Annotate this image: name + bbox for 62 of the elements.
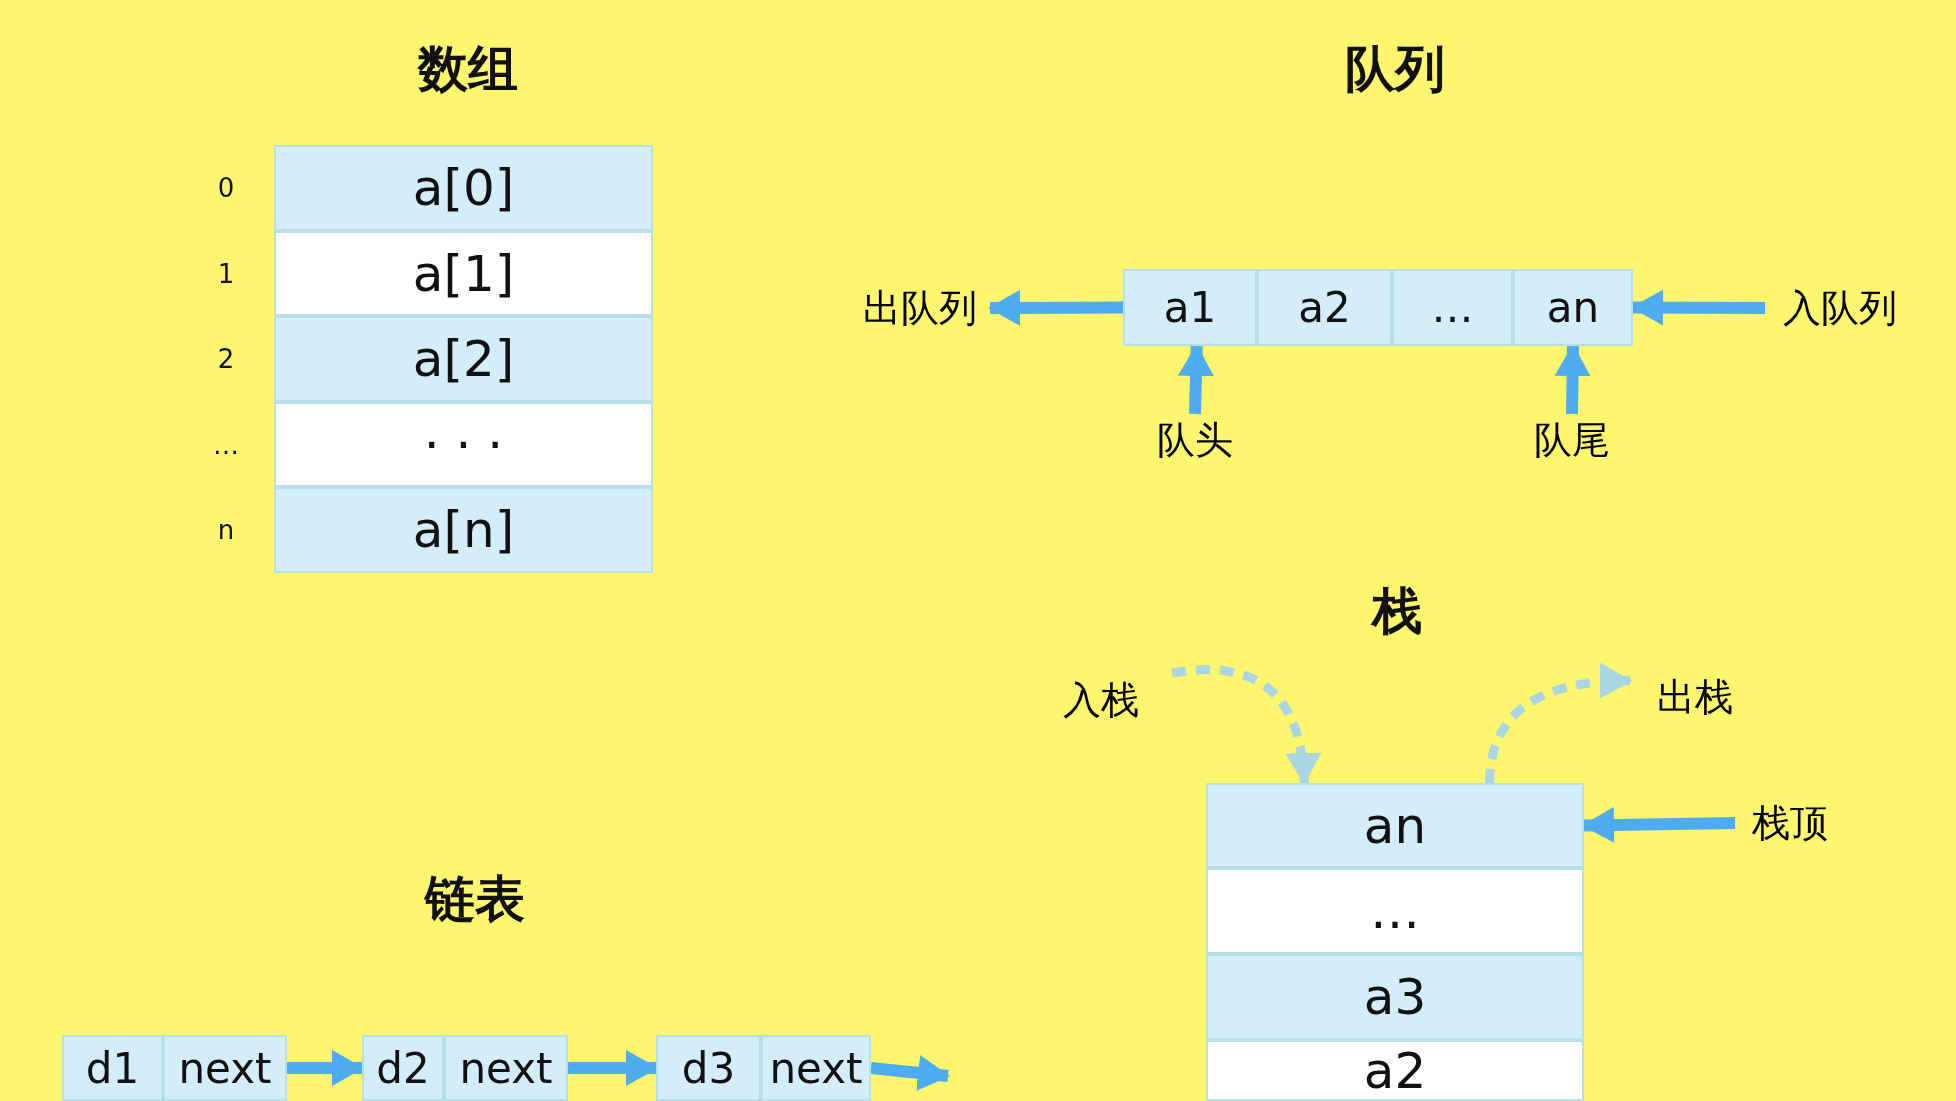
section-title: 数组 bbox=[418, 39, 518, 100]
data-cell bbox=[163, 1035, 287, 1101]
data-cell bbox=[656, 1035, 761, 1101]
cell-text: · · · bbox=[423, 415, 504, 474]
section-title: 栈 bbox=[1372, 581, 1422, 642]
data-cell bbox=[362, 1035, 444, 1101]
data-cell bbox=[274, 316, 653, 402]
cell-text: a2 bbox=[1363, 1041, 1427, 1100]
data-cell bbox=[1206, 783, 1584, 868]
cell-text: … bbox=[1370, 882, 1420, 940]
cell-text: a[2] bbox=[412, 330, 515, 388]
cell-text: d3 bbox=[681, 1043, 736, 1093]
index-label: … bbox=[213, 429, 239, 460]
arrow-label: 出栈 bbox=[1630, 670, 1760, 724]
data-cell bbox=[274, 487, 653, 573]
cell-text: d1 bbox=[85, 1043, 140, 1093]
cell-text: next bbox=[769, 1043, 863, 1093]
data-cell bbox=[1123, 269, 1257, 346]
cell-text: d2 bbox=[376, 1043, 430, 1093]
data-cell bbox=[444, 1035, 568, 1101]
arrow-label: 入队列 bbox=[1765, 280, 1915, 336]
data-cell bbox=[274, 231, 653, 316]
data-cell bbox=[62, 1035, 163, 1101]
arrow bbox=[1554, 344, 1591, 415]
cell-text: a[1] bbox=[412, 244, 515, 303]
arrow bbox=[870, 1055, 950, 1091]
arrow-label: 队尾 bbox=[1527, 414, 1617, 466]
arrow-label: 栈顶 bbox=[1735, 796, 1845, 850]
section-title: 队列 bbox=[1345, 39, 1445, 100]
data-cell bbox=[1392, 269, 1513, 346]
cell-text: a[n] bbox=[412, 501, 515, 559]
data-cell bbox=[761, 1035, 871, 1101]
cell-text: an bbox=[1363, 796, 1427, 855]
cell-text: a3 bbox=[1363, 968, 1427, 1026]
data-cell bbox=[1513, 269, 1633, 346]
index-label: 1 bbox=[217, 258, 235, 289]
index-label: n bbox=[217, 515, 235, 545]
cell-text: an bbox=[1546, 283, 1600, 332]
cell-text: a[0] bbox=[412, 159, 515, 217]
arrow-label: 队头 bbox=[1150, 414, 1240, 466]
data-cell bbox=[1206, 1040, 1584, 1101]
data-cell bbox=[1257, 269, 1392, 346]
arrow bbox=[287, 1050, 364, 1086]
section-title: 链表 bbox=[425, 869, 525, 930]
cell-text: … bbox=[1431, 283, 1474, 332]
arrow bbox=[988, 289, 1124, 326]
index-label: 2 bbox=[217, 344, 235, 374]
arrow bbox=[1485, 663, 1632, 784]
data-cell bbox=[274, 402, 653, 487]
data-cell bbox=[1206, 868, 1584, 954]
arrow-label: 出队列 bbox=[850, 280, 990, 336]
index-label: 0 bbox=[217, 173, 235, 203]
cell-text: next bbox=[459, 1043, 553, 1093]
data-cell bbox=[1206, 954, 1584, 1040]
arrow bbox=[568, 1050, 658, 1086]
data-cell bbox=[274, 145, 653, 231]
arrow bbox=[1171, 665, 1320, 785]
cell-text: a1 bbox=[1163, 283, 1217, 332]
cell-text: next bbox=[178, 1043, 272, 1093]
cell-text: a2 bbox=[1298, 283, 1351, 332]
arrow bbox=[1177, 344, 1214, 415]
arrow-label: 入栈 bbox=[1030, 673, 1172, 727]
